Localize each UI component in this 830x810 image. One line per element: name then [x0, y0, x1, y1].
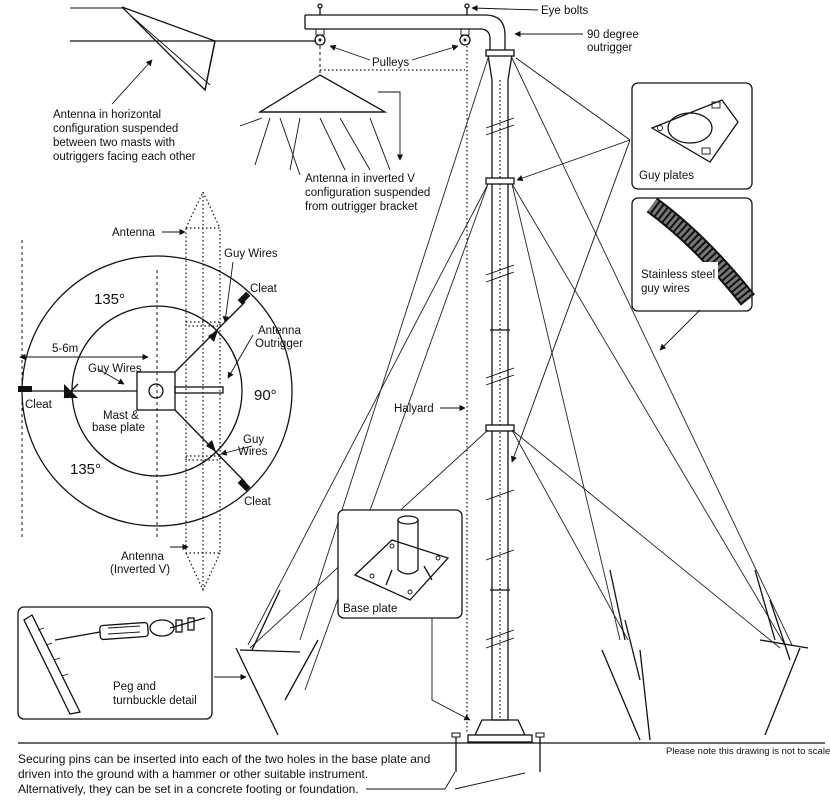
footer-pointer-2 — [444, 771, 456, 790]
horizontal-antenna — [70, 6, 316, 105]
horiz-label-3: between two masts with — [53, 137, 175, 149]
plan-angle-135-bottom: 135° — [70, 461, 101, 478]
plan-angle-90: 90° — [254, 387, 277, 404]
mast — [304, 3, 533, 743]
footer-line-1: Securing pins can be inserted into each … — [18, 752, 430, 766]
plan-mast-1: Mast & — [103, 410, 139, 422]
eye-bolts-label: Eye bolts — [541, 5, 589, 17]
plan-outrigger-1: Antenna — [258, 325, 301, 337]
peg-label-1: Peg and — [113, 681, 156, 693]
horiz-label-2: configuration suspended — [53, 123, 178, 135]
outrigger-label-1: 90 degree — [587, 29, 639, 41]
plan-view — [18, 190, 293, 592]
invv-label-3: from outrigger bracket — [305, 201, 418, 213]
plan-mast-2: base plate — [92, 422, 145, 434]
halyard-label: Halyard — [394, 403, 434, 415]
stainless-label-1: Stainless steel — [641, 269, 715, 281]
guy-plates-inset — [510, 57, 753, 463]
plan-guy-lower-1: Guy — [243, 434, 264, 446]
inverted-v-antenna — [239, 46, 404, 176]
plan-cleat-bottom: Cleat — [244, 496, 272, 508]
base-plate-inset — [337, 509, 471, 721]
scale-note: Please note this drawing is not to scale… — [666, 746, 830, 757]
footer-line-3: Alternatively, they can be set in a conc… — [18, 782, 359, 796]
invv-label-1: Antenna in inverted V — [305, 173, 415, 185]
plan-guy-wires-top: Guy Wires — [224, 248, 278, 260]
invv-label-2: configuration suspended — [305, 187, 430, 199]
horiz-label-4: outriggers facing each other — [53, 151, 196, 163]
base-plate-label: Base plate — [343, 603, 397, 615]
plan-distance: 5-6m — [52, 343, 78, 355]
plan-guy-wires-left: Guy Wires — [88, 363, 142, 375]
securing-pins — [451, 732, 545, 772]
pulleys-label: Pulleys — [372, 57, 409, 69]
plan-antenna-inv-1: Antenna — [121, 551, 164, 563]
turnbuckles-left — [235, 589, 319, 736]
footer-pointer-3 — [454, 772, 526, 790]
stainless-label-2: guy wires — [641, 283, 690, 295]
plan-cleat-left: Cleat — [25, 399, 53, 411]
footer-line-2: driven into the ground with a hammer or … — [18, 767, 368, 781]
plan-antenna-inv-2: (Inverted V) — [110, 564, 170, 576]
plan-cleat-top: Cleat — [250, 283, 278, 295]
outrigger-label-2: outrigger — [587, 42, 633, 54]
plan-angle-135-top: 135° — [94, 291, 125, 308]
guy-plates-label: Guy plates — [639, 170, 694, 182]
turnbuckles-right — [754, 569, 809, 736]
plan-guy-lower-2: Wires — [238, 446, 268, 458]
peg-inset — [17, 606, 247, 720]
stainless-wire-inset — [631, 197, 756, 351]
peg-label-2: turnbuckle detail — [113, 695, 197, 707]
plan-antenna-label: Antenna — [112, 227, 155, 239]
turnbuckles-middle — [601, 569, 651, 741]
guy-wires — [247, 57, 793, 691]
horiz-label-1: Antenna in horizontal — [53, 109, 161, 121]
plan-outrigger-2: Outrigger — [255, 338, 303, 350]
